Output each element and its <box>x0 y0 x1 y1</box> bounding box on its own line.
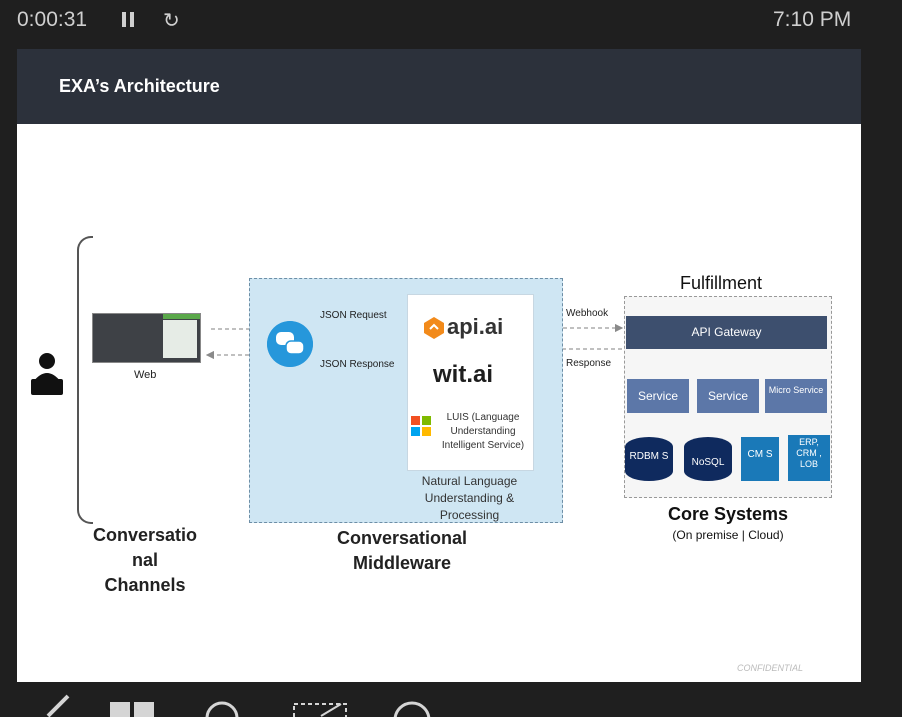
confidential-footer: CONFIDENTIAL <box>737 663 804 673</box>
json-response-label: JSON Response <box>320 359 395 370</box>
channels-label: Conversatio nal Channels <box>92 525 198 595</box>
api-gateway-box: API Gateway <box>626 316 827 349</box>
microsoft-logo-icon <box>411 416 431 436</box>
slide: EXA’s Architecture <box>17 49 861 682</box>
service-box: Service <box>697 379 759 413</box>
user-icon <box>31 353 63 395</box>
annotation-toolbar <box>0 690 902 717</box>
core-systems-subtitle: (On premise | Cloud) <box>672 528 784 542</box>
nosql-label: NoSQL <box>691 457 725 468</box>
magnifier-icon[interactable] <box>200 690 244 717</box>
clock: 7:10 PM <box>773 8 852 31</box>
witai-logo-text: wit.ai <box>433 361 494 388</box>
cms-box <box>741 437 779 481</box>
erp-label: ERP, CRM , LOB <box>796 437 822 469</box>
erp-box <box>788 435 830 481</box>
grid-icon[interactable] <box>108 690 162 717</box>
chat-bubbles-icon <box>267 321 313 367</box>
middleware-label: Conversational Middleware <box>336 528 468 573</box>
web-label: Web <box>134 369 157 381</box>
circle-icon[interactable] <box>385 690 439 717</box>
restart-icon[interactable]: ↻ <box>163 10 180 32</box>
webhook-label: Webhook <box>566 308 609 319</box>
luis-label: LUIS (Language Understanding Intelligent… <box>441 412 525 451</box>
response-label: Response <box>566 358 612 369</box>
rdbms-label: RDBM S <box>629 451 669 462</box>
apiai-logo-text: api.ai <box>447 314 504 339</box>
rdbms-db-icon <box>625 437 673 481</box>
slide-title: EXA’s Architecture <box>59 76 220 96</box>
channels-brace <box>77 236 93 524</box>
nlu-caption: Natural Language Understanding & Process… <box>421 474 518 522</box>
pen-icon[interactable] <box>42 690 72 717</box>
fulfillment-title: Fulfillment <box>680 273 763 293</box>
micro-service-box: Micro Service <box>765 379 827 413</box>
json-request-label: JSON Request <box>320 310 387 321</box>
web-screenshot-thumbnail <box>92 313 201 363</box>
pause-icon[interactable] <box>121 10 137 30</box>
service-box: Service <box>627 379 689 413</box>
nosql-db-icon <box>684 437 732 481</box>
player-top-bar: 0:00:31 ↻ 7:10 PM <box>0 0 902 44</box>
elapsed-time: 0:00:31 <box>17 8 88 31</box>
slide-header: EXA’s Architecture <box>17 49 861 124</box>
apiai-logo-icon <box>424 317 444 339</box>
selection-icon[interactable] <box>291 690 349 717</box>
cms-label: CM S <box>747 449 773 460</box>
core-systems-title: Core Systems <box>667 504 789 524</box>
